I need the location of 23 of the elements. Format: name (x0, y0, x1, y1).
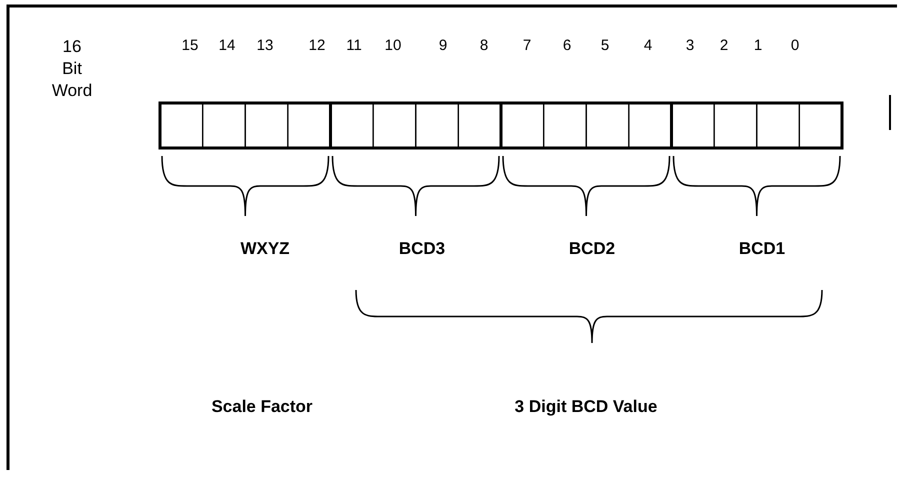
register-label: 16 Bit Word (51, 36, 93, 102)
bit-number: 2 (720, 36, 728, 56)
field-label: WXYZ (240, 238, 290, 260)
bit-number: 6 (562, 36, 572, 56)
bit-number: 7 (522, 36, 532, 56)
bit-number: 9 (438, 36, 448, 56)
field-label: Scale Factor (211, 396, 313, 418)
bit-number: 4 (644, 36, 652, 56)
bit-number: 12 (308, 36, 326, 56)
field-label: BCD3 (398, 238, 446, 260)
bit-number: 5 (600, 36, 610, 56)
bit-number: 10 (384, 36, 402, 56)
bit-number: 15 (182, 36, 198, 56)
bit-number: 14 (218, 36, 236, 56)
bit-number: 11 (346, 36, 362, 56)
bit-number: 13 (256, 36, 274, 56)
bit-number: 8 (480, 36, 488, 56)
field-label: 3 Digit BCD Value (514, 396, 658, 418)
field-label: BCD2 (568, 238, 616, 260)
bit-number: 1 (754, 36, 762, 56)
bit-number: 3 (686, 36, 694, 56)
bit-number: 0 (790, 36, 800, 56)
field-label: BCD1 (738, 238, 786, 260)
